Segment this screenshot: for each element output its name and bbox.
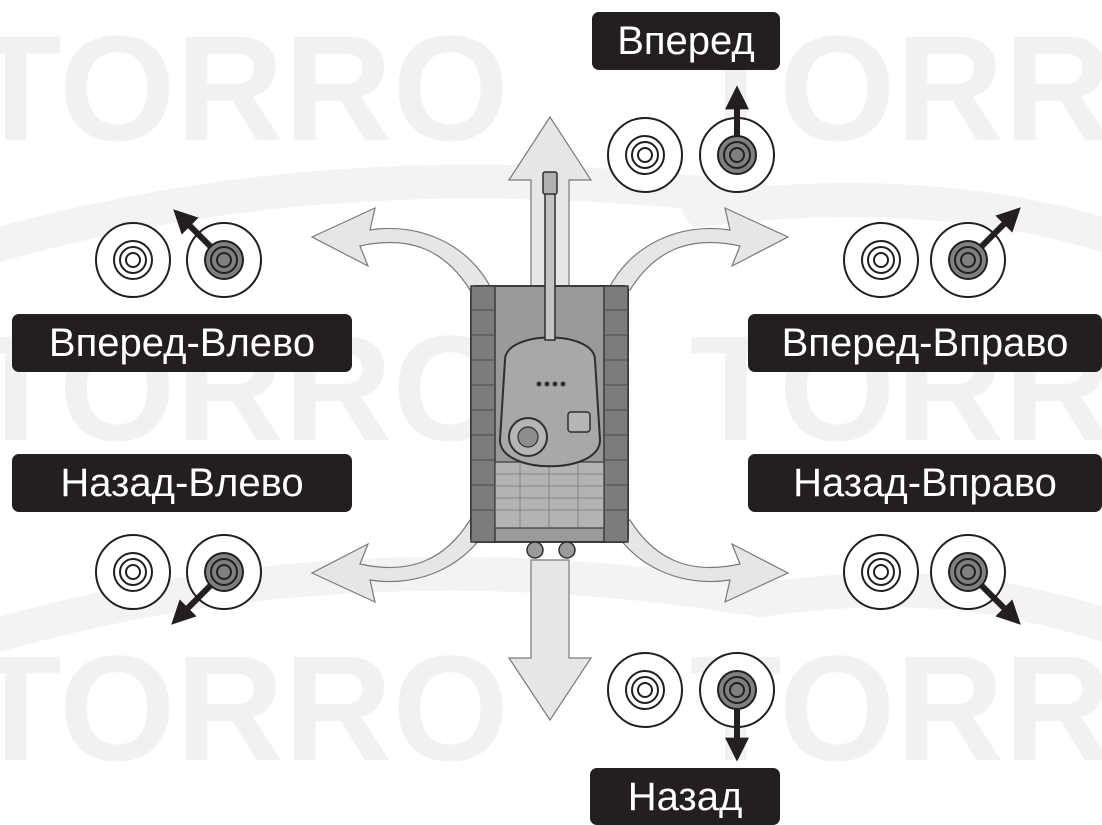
engine-deck bbox=[494, 461, 605, 529]
label-back: Назад bbox=[590, 768, 780, 825]
arrow-down-right-icon bbox=[978, 582, 1021, 625]
arrow-down-left-icon bbox=[171, 582, 214, 625]
label-back-left: Назад-Влево bbox=[12, 454, 352, 512]
tank-top-view bbox=[470, 171, 629, 559]
label-forward-left: Вперед-Влево bbox=[12, 314, 352, 372]
label-forward: Вперед bbox=[592, 12, 780, 70]
stick-pair-back bbox=[607, 652, 775, 762]
back-arrow bbox=[507, 559, 593, 722]
stick-pair-forward-right bbox=[843, 207, 1021, 298]
stick-pair-forward bbox=[607, 85, 775, 193]
label-forward-right: Вперед-Вправо bbox=[748, 314, 1102, 372]
left-track bbox=[470, 285, 496, 543]
muzzle-brake bbox=[542, 171, 558, 195]
watermark-text: TORRO bbox=[0, 4, 509, 172]
right-track bbox=[603, 285, 629, 543]
direction-arrows bbox=[310, 115, 790, 722]
label-back-right: Назад-Вправо bbox=[748, 454, 1102, 512]
arrow-up-right-icon bbox=[978, 207, 1021, 250]
loader-hatch bbox=[567, 411, 591, 433]
forward-right-arrow bbox=[607, 206, 790, 291]
stick-pair-back-left bbox=[95, 534, 262, 625]
arrow-up-left-icon bbox=[173, 209, 214, 250]
back-right-arrow bbox=[607, 519, 790, 604]
tank-gun-barrel bbox=[544, 189, 556, 341]
watermark-text: TORRO bbox=[0, 624, 509, 792]
stick-pair-back-right bbox=[843, 534, 1021, 625]
stick-pair-forward-left bbox=[95, 209, 262, 298]
back-left-arrow bbox=[310, 519, 493, 604]
forward-left-arrow bbox=[310, 206, 493, 291]
